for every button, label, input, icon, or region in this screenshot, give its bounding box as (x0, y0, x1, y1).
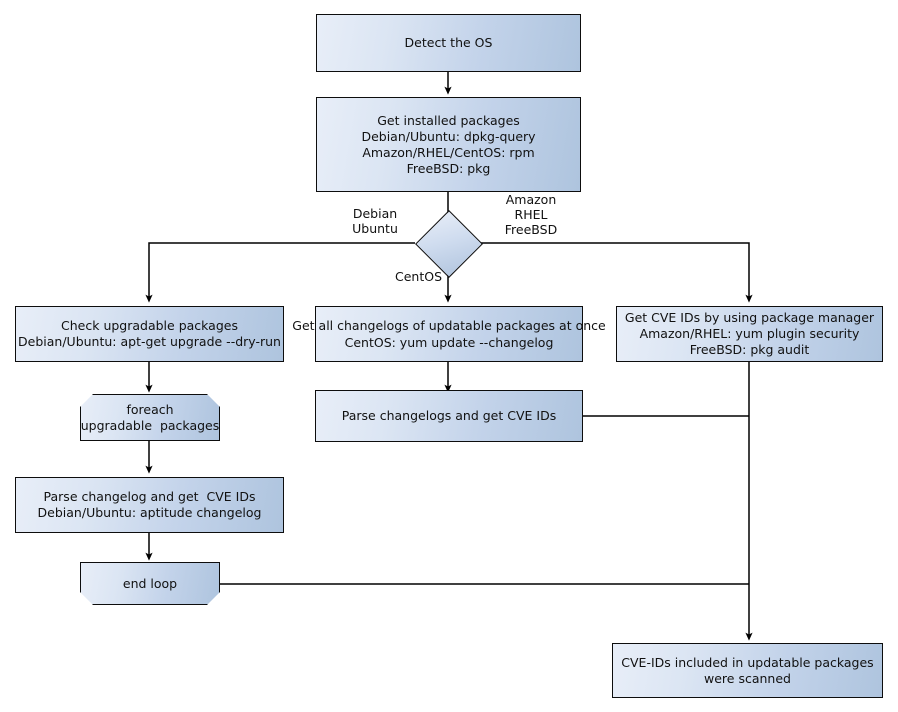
edge-label-centos: CentOS (394, 269, 442, 284)
node-foreach-line1: foreach (126, 401, 174, 417)
node-get-all-changelogs-line2: CentOS: yum update --changelog (344, 335, 554, 350)
node-check-upgradable-line1: Check upgradable packages (61, 318, 238, 333)
edge-decision-left (145, 242, 415, 303)
node-parse-changelog-single-line1: Parse changelog and get CVE IDs (43, 489, 256, 504)
node-get-installed-line1: Get installed packages (377, 112, 520, 128)
node-end-loop-label: end loop (122, 575, 178, 591)
node-get-installed-line2: Debian/Ubuntu: dpkg-query (361, 128, 536, 144)
node-get-installed-line3: Amazon/RHEL/CentOS: rpm (362, 144, 535, 160)
node-parse-changelog-single[interactable]: Parse changelog and get CVE IDs Debian/U… (15, 477, 284, 533)
node-scanned-result-line1: CVE-IDs included in updatable packages (621, 654, 874, 670)
node-detect-os-label: Detect the OS (404, 35, 493, 50)
loop-end-shape (80, 562, 220, 605)
node-get-cve-pkgmgr[interactable]: Get CVE IDs by using package manager Ama… (616, 306, 883, 362)
loop-start-shape (80, 394, 220, 441)
node-scanned-result[interactable]: CVE-IDs included in updatable packages w… (612, 643, 883, 698)
node-parse-changelogs-bulk-label: Parse changelogs and get CVE IDs (341, 408, 557, 423)
node-foreach-line2: upgradable packages (80, 417, 220, 433)
node-foreach-loop-start[interactable]: foreach upgradable packages (80, 394, 220, 441)
node-parse-changelogs-bulk[interactable]: Parse changelogs and get CVE IDs (315, 390, 583, 442)
node-get-cve-pkgmgr-line3: FreeBSD: pkg audit (689, 342, 810, 357)
node-get-cve-pkgmgr-line2: Amazon/RHEL: yum plugin security (639, 326, 860, 341)
node-get-installed-line4: FreeBSD: pkg (406, 160, 491, 176)
edge-label-amazon-rhel-freebsd: Amazon RHEL FreeBSD (504, 192, 558, 237)
node-detect-os[interactable]: Detect the OS (316, 14, 581, 72)
node-scanned-result-line2: were scanned (704, 670, 791, 686)
node-end-loop[interactable]: end loop (80, 562, 220, 605)
node-get-all-changelogs-line1: Get all changelogs of updatable packages… (292, 318, 606, 333)
node-get-all-changelogs[interactable]: Get all changelogs of updatable packages… (292, 306, 606, 362)
node-get-all-changelogs-text: Get all changelogs of updatable packages… (290, 317, 607, 351)
node-parse-changelog-single-line2: Debian/Ubuntu: aptitude changelog (37, 505, 262, 520)
node-check-upgradable[interactable]: Check upgradable packages Debian/Ubuntu:… (15, 306, 284, 362)
edge-decision-right (481, 242, 753, 303)
node-get-cve-pkgmgr-line1: Get CVE IDs by using package manager (624, 310, 875, 325)
node-os-decision-diamond[interactable] (415, 210, 483, 278)
node-get-installed-packages[interactable]: Get installed packages Debian/Ubuntu: dp… (316, 97, 581, 192)
node-check-upgradable-line2: Debian/Ubuntu: apt-get upgrade --dry-run (18, 334, 281, 349)
edge-label-debian-ubuntu: Debian Ubuntu (352, 206, 398, 236)
